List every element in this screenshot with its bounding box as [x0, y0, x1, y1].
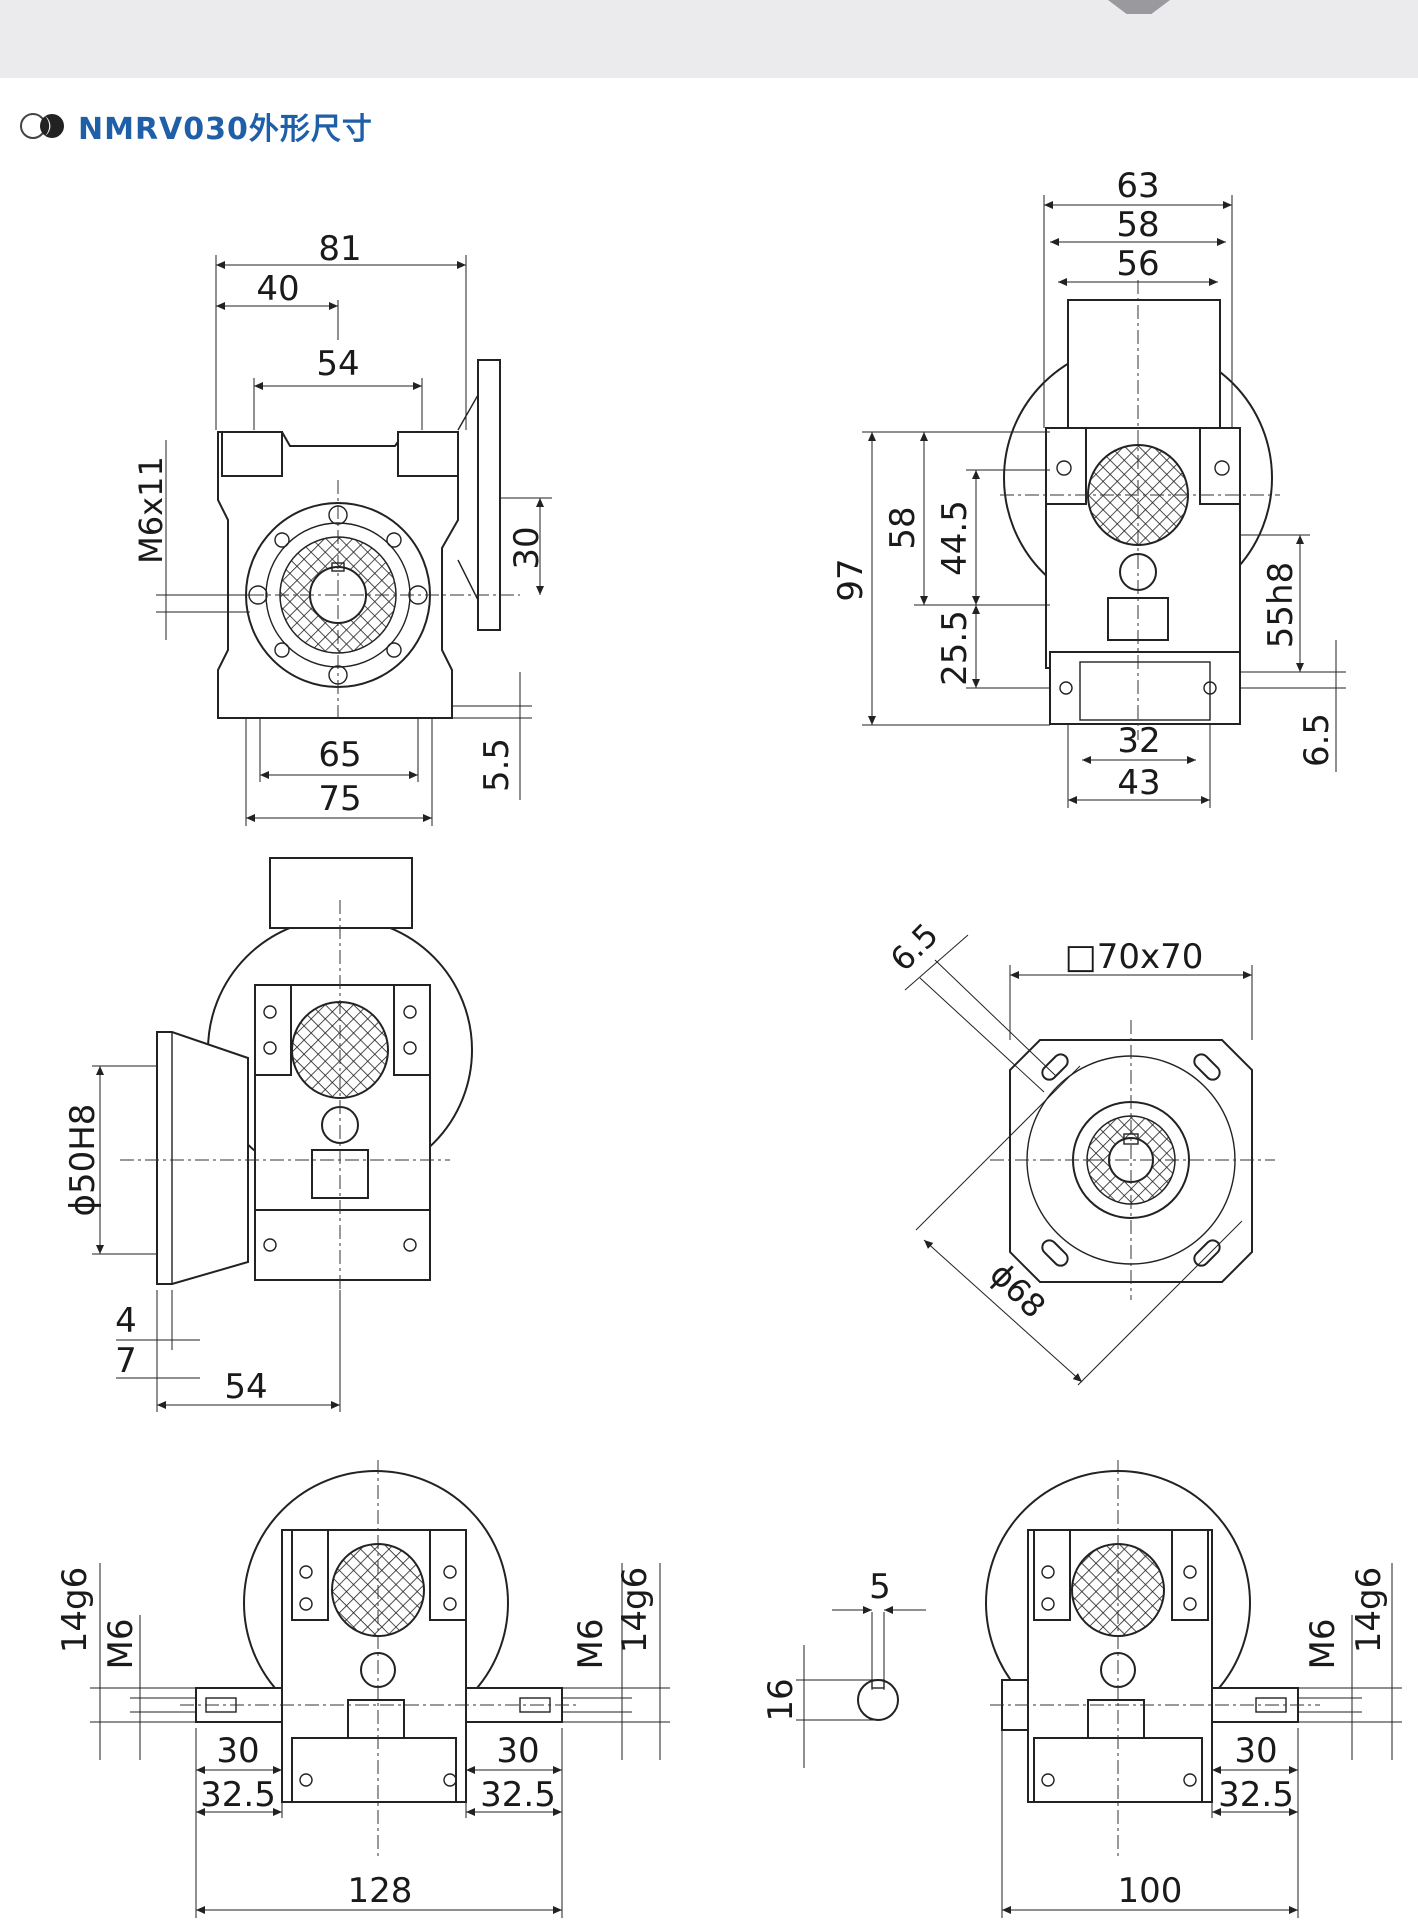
flange-face-view: 6.5 □70x70 ϕ68 — [883, 916, 1275, 1386]
dim-label: 32.5 — [200, 1775, 276, 1815]
dim-label: 16 — [761, 1678, 801, 1721]
dim-label: 30 — [1234, 1731, 1277, 1771]
dim-label: 32 — [1117, 721, 1160, 761]
dim-label: 100 — [1118, 1871, 1183, 1911]
dim-label: 4 — [115, 1301, 137, 1341]
dim-label: 56 — [1116, 244, 1159, 284]
dim-label: M6 — [101, 1619, 141, 1670]
dim-label: 75 — [318, 779, 361, 819]
dim-label: 32.5 — [480, 1775, 556, 1815]
dim-label: 54 — [224, 1367, 267, 1407]
dim-label: 6.5 — [1297, 713, 1337, 767]
banner-tab-shape — [1108, 0, 1170, 14]
dim-label: 32.5 — [1218, 1775, 1294, 1815]
double-shaft-view: 14g6 M6 M6 14g6 30 30 32.5 32.5 128 — [55, 1460, 670, 1918]
dim-label: 128 — [348, 1871, 413, 1911]
dim-label: 40 — [256, 269, 299, 309]
side-view: 63 58 56 97 58 44.5 25.5 55h8 32 43 6.5 — [831, 166, 1346, 808]
top-banner — [0, 0, 1418, 78]
dim-label: 65 — [318, 735, 361, 775]
dim-label: 30 — [216, 1731, 259, 1771]
dim-label: 44.5 — [935, 500, 975, 576]
dim-label: 5.5 — [477, 738, 517, 792]
page-title: NMRV030外形尺寸 — [78, 112, 373, 147]
dim-label: M6x11 — [132, 456, 170, 564]
dim-label: M6 — [1303, 1619, 1343, 1670]
dim-label: 25.5 — [935, 610, 975, 686]
dim-label: 54 — [316, 344, 359, 384]
dim-label: 43 — [1117, 763, 1160, 803]
key-detail-view: 5 16 — [761, 1567, 926, 1768]
dim-label: 5 — [869, 1567, 891, 1607]
dim-label: □70x70 — [1065, 937, 1204, 977]
single-shaft-view: M6 14g6 30 32.5 100 — [985, 1460, 1402, 1918]
dim-label: 14g6 — [1349, 1567, 1389, 1653]
section-heading: NMRV030外形尺寸 — [18, 104, 373, 148]
dim-label: 58 — [1116, 205, 1159, 245]
dim-label: 58 — [883, 506, 923, 549]
front-view: 81 40 54 M6x11 30 65 75 5.5 — [132, 229, 552, 826]
dim-label: 6.5 — [883, 916, 946, 979]
dim-label: ϕ50H8 — [63, 1104, 103, 1217]
dim-label: 63 — [1116, 166, 1159, 206]
dim-label: 7 — [115, 1341, 137, 1381]
circle-bullet-icon — [20, 113, 64, 139]
flange-side-view: ϕ50H8 4 7 54 — [63, 857, 473, 1412]
dim-label: 55h8 — [1261, 562, 1301, 648]
dim-label: 30 — [496, 1731, 539, 1771]
dim-label: 14g6 — [615, 1567, 655, 1653]
dim-label: 30 — [507, 526, 547, 569]
dim-label: 14g6 — [55, 1567, 95, 1653]
dim-label: M6 — [571, 1619, 611, 1670]
dim-label: 97 — [831, 558, 871, 601]
dim-label: 81 — [318, 229, 361, 269]
